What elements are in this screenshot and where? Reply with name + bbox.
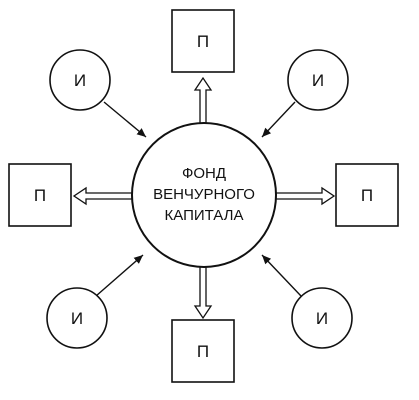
- investor-label: И: [71, 309, 83, 328]
- venture-fund-node: ФОНД ВЕНЧУРНОГО КАПИТАЛА: [131, 122, 277, 268]
- project-label: П: [197, 32, 209, 51]
- hollow-arrow-left: [72, 186, 133, 206]
- arrow-investor-top-right: [261, 101, 296, 138]
- hollow-arrow-right: [275, 186, 336, 206]
- investor-node-bottom-right: И: [291, 287, 353, 349]
- project-node-top: П: [171, 9, 235, 73]
- investor-label: И: [74, 71, 86, 90]
- project-node-left: П: [8, 163, 72, 227]
- investor-label: И: [312, 71, 324, 90]
- investor-node-bottom-left: И: [46, 287, 108, 349]
- arrow-investor-bottom-left: [95, 254, 144, 297]
- investment-arrows: [95, 101, 302, 297]
- arrow-investor-bottom-right: [261, 254, 302, 297]
- investor-label: И: [316, 309, 328, 328]
- fund-label-line-3: КАПИТАЛА: [165, 207, 244, 224]
- project-node-right: П: [335, 163, 399, 227]
- investor-node-top-right: И: [287, 49, 349, 111]
- fund-label-line-2: ВЕНЧУРНОГО: [153, 186, 255, 203]
- project-label: П: [197, 342, 209, 361]
- investor-node-top-left: И: [49, 49, 111, 111]
- project-label: П: [34, 186, 46, 205]
- arrow-investor-top-left: [103, 101, 147, 138]
- fund-label-line-1: ФОНД: [182, 165, 226, 182]
- project-label: П: [361, 186, 373, 205]
- project-node-bottom: П: [171, 319, 235, 383]
